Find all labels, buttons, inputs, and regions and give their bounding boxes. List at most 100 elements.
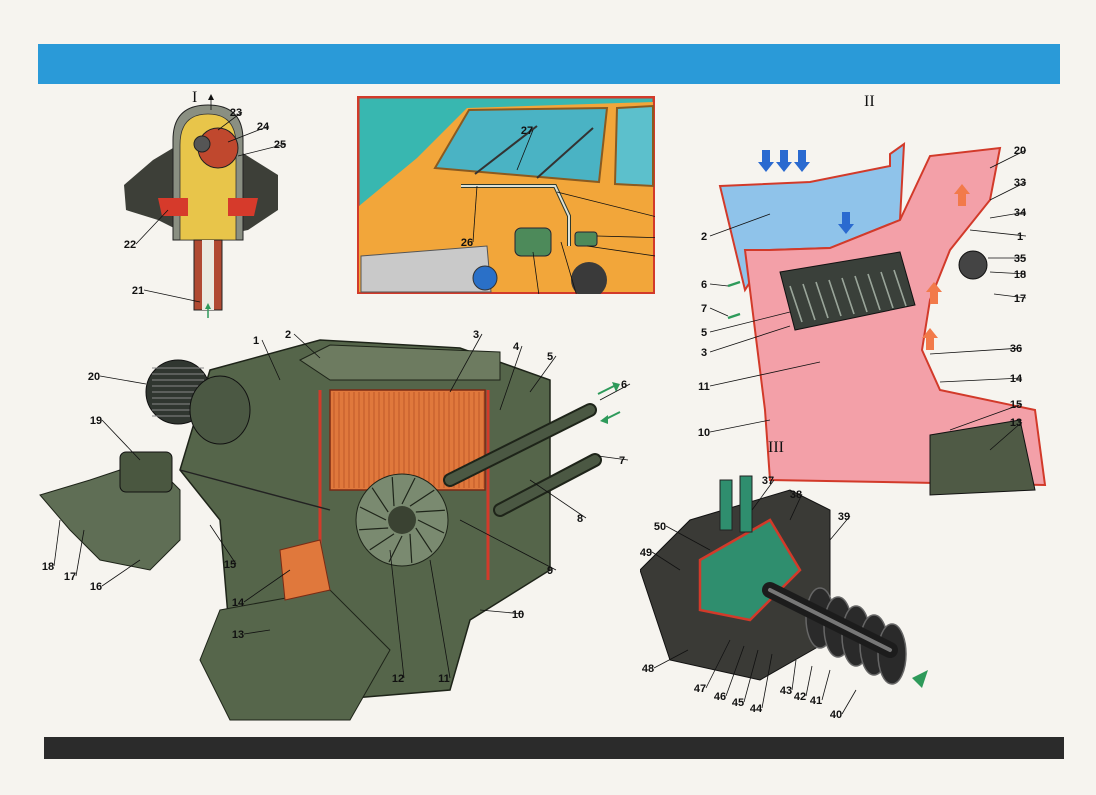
heater-label-8: 8 [577, 513, 583, 525]
section_iii-leader-42 [805, 665, 813, 697]
heater-leader-12 [389, 549, 405, 679]
warm-air-chamber [743, 146, 1047, 487]
car-leader-27 [516, 129, 534, 171]
heater-leader-7 [597, 455, 629, 461]
heater-leader-20 [99, 375, 147, 385]
section_ii-label-14: 14 [1010, 373, 1023, 385]
car-leader-29 [596, 235, 655, 239]
section_iii-label-37: 37 [762, 475, 774, 487]
heater-label-15: 15 [224, 559, 236, 571]
car-leader-31 [560, 241, 577, 294]
section_ii-leader-34 [989, 211, 1027, 219]
top-color-band [38, 44, 1060, 84]
heater-leader-19 [101, 419, 141, 461]
section_ii-label-13: 13 [1010, 417, 1022, 429]
heater-label-2: 2 [285, 329, 291, 341]
section_iii-leader-48 [653, 649, 689, 669]
fan-hub [388, 506, 416, 534]
section_iii-leader-44 [761, 653, 773, 709]
section_ii-leader-1 [969, 229, 1027, 237]
section_ii-label-3: 3 [701, 347, 707, 359]
valve-leader-23 [217, 111, 243, 131]
heater-label-9: 9 [547, 565, 553, 577]
section_iii-leader-45 [743, 649, 759, 703]
heater-label-3: 3 [473, 329, 479, 341]
heater-label-20: 20 [88, 371, 100, 383]
heater-leader-8 [529, 479, 587, 519]
heater-leader-13 [243, 629, 271, 635]
section_ii-leader-7 [709, 307, 729, 317]
car-wheel-arch [571, 262, 607, 294]
valve-seal-right [228, 198, 258, 216]
heater-flap [279, 539, 331, 601]
heater-label-19: 19 [90, 415, 102, 427]
section_iii-label-47: 47 [694, 683, 706, 695]
valve-leader-21 [143, 289, 201, 303]
section_iii-label-42: 42 [794, 691, 806, 703]
section_ii-leader-20 [989, 149, 1027, 169]
cold-air-arrows [758, 150, 854, 234]
valve-label-22: 22 [124, 239, 136, 251]
warm-air-arrows [922, 184, 970, 350]
valve-leader-25 [237, 143, 287, 157]
section_ii-leader-14 [939, 377, 1023, 383]
car-windshield [433, 106, 609, 184]
section_iii-label-39: 39 [838, 511, 850, 523]
heater-leader-6 [599, 383, 631, 401]
section_iii-leader-41 [821, 669, 831, 701]
heater-label-10: 10 [512, 609, 524, 621]
valve-label-24: 24 [257, 121, 270, 133]
section_ii-label-1: 1 [1017, 231, 1023, 243]
section_ii-label-11: 11 [698, 381, 710, 393]
section_ii-leader-10 [709, 419, 771, 433]
section_ii-leader-5 [709, 311, 791, 333]
section_ii-label-7: 7 [701, 303, 707, 315]
heater-lid [299, 344, 501, 381]
section_ii-leader-18 [989, 271, 1027, 275]
section_ii-label-20: 20 [1014, 145, 1026, 157]
car-leader-32 [532, 251, 540, 294]
section_ii-leader-6 [709, 283, 729, 287]
heater-leader-18 [53, 519, 61, 567]
heater-label-14: 14 [232, 597, 245, 609]
valve-label-23: 23 [230, 107, 242, 119]
heater-label-17: 17 [64, 571, 76, 583]
section_ii-leader-15 [949, 403, 1023, 431]
bottom-color-band [44, 737, 1064, 759]
section_ii-leader-2 [709, 213, 771, 237]
section_iii-label-40: 40 [830, 709, 842, 721]
motor-terminal-1 [719, 479, 733, 531]
heater-leader-10 [479, 609, 525, 615]
section_ii-label-36: 36 [1010, 343, 1022, 355]
heater-label-18: 18 [42, 561, 54, 573]
heater-label-1: 1 [253, 335, 259, 347]
tap-actuator [119, 451, 173, 493]
section_ii-leader-13 [989, 421, 1023, 451]
valve-label-25: 25 [274, 139, 286, 151]
valve-leader-24 [227, 125, 270, 143]
section-tap [958, 250, 988, 280]
section_iii-leader-49 [651, 551, 681, 571]
heater-label-6: 6 [621, 379, 627, 391]
valve-label-21: 21 [132, 285, 144, 297]
section_ii-label-34: 34 [1014, 207, 1027, 219]
heater-label-11: 11 [438, 673, 450, 685]
heater-leader-14 [243, 569, 291, 603]
section_ii-label-35: 35 [1014, 253, 1026, 265]
section_ii-label-2: 2 [701, 231, 707, 243]
car-leader-30 [586, 245, 655, 257]
heater-label-13: 13 [232, 629, 244, 641]
section_ii-label-18: 18 [1014, 269, 1026, 281]
section_ii-label-10: 10 [698, 427, 710, 439]
section_iii-leader-37 [751, 479, 775, 511]
car-leader-28 [556, 191, 655, 217]
section_iii-label-49: 49 [640, 547, 652, 559]
car-inset-figure: 27262829303231 [357, 96, 655, 294]
heater-label-7: 7 [619, 455, 625, 467]
section_iii-label-44: 44 [750, 703, 763, 715]
section_iii-label-38: 38 [790, 489, 802, 501]
